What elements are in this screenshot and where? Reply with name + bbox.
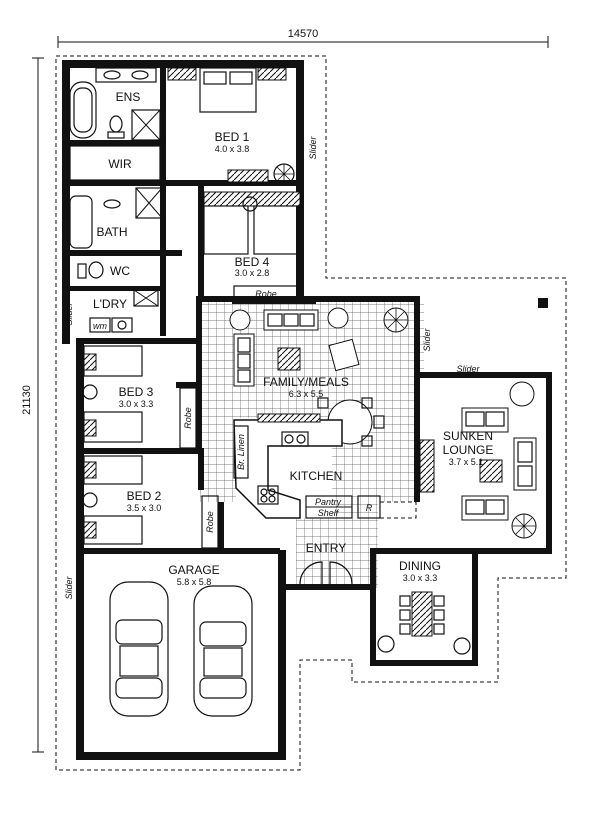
width-dim-label: 14570 (288, 28, 319, 40)
slider-lounge: Slider (456, 364, 480, 374)
linen-label: Br. Linen (236, 434, 246, 470)
bath-label: BATH (96, 225, 127, 239)
kitchen-label: KITCHEN (290, 469, 343, 483)
slider-ldry: Slider (64, 301, 74, 325)
car-2 (193, 585, 253, 717)
lounge-label-2: LOUNGE (443, 443, 494, 457)
bed4-size: 3.0 x 2.8 (235, 268, 270, 278)
wir-label: WIR (108, 157, 132, 171)
bedroom-2: BED 2 3.5 x 3.0 Robe (82, 455, 219, 549)
ldry-label: L'DRY (93, 297, 127, 311)
hot-water-unit (538, 298, 548, 308)
slider-family: Slider (422, 327, 432, 351)
kitchen: Br. Linen KITCHEN Pantry Shelf R (233, 413, 417, 519)
depth-dimension: 21130 (21, 57, 44, 753)
bed1-size: 4.0 x 3.8 (215, 144, 250, 154)
bed1-label: BED 1 (215, 130, 250, 144)
robe-bed4: Robe (255, 289, 277, 299)
ensuite: ENS (69, 67, 161, 141)
bed2-label: BED 2 (127, 489, 162, 503)
pantry-label: Pantry (315, 497, 342, 507)
family-size: 6.3 x 5.5 (289, 389, 324, 399)
wm-label: wm (93, 321, 107, 331)
garage-label: GARAGE (168, 563, 219, 577)
bed3-size: 3.0 x 3.3 (119, 399, 154, 409)
entry-label: ENTRY (306, 541, 346, 555)
family-label: FAMILY/MEALS (263, 375, 349, 389)
bed2-size: 3.5 x 3.0 (127, 503, 162, 513)
slider-garage: Slider (64, 575, 74, 599)
wc-label: WC (110, 264, 130, 278)
entry: ENTRY (299, 541, 353, 585)
laundry: L'DRY wm Slider (64, 289, 159, 333)
dining-size: 3.0 x 3.3 (403, 573, 438, 583)
family-meals: FAMILY/MEALS 6.3 x 5.5 Slider (229, 307, 432, 447)
slider-bed1: Slider (308, 135, 318, 159)
fridge-label: R (366, 503, 373, 513)
robe-bed3: Robe (183, 407, 193, 429)
bed4-label: BED 4 (235, 255, 270, 269)
walk-in-robe: WIR (69, 145, 161, 181)
wc: WC (77, 261, 130, 279)
shelf-label: Shelf (318, 508, 340, 518)
internal-walls (62, 60, 316, 552)
garage: GARAGE 5.8 x 5.8 Slider (64, 563, 253, 717)
ens-label: ENS (116, 90, 141, 104)
car-1 (109, 581, 169, 717)
robe-bed2: Robe (205, 511, 215, 533)
bedroom-1: BED 1 4.0 x 3.8 Slider (167, 67, 318, 185)
bathroom: BATH (69, 187, 163, 249)
bed3-label: BED 3 (119, 385, 154, 399)
depth-dim-label: 21130 (21, 385, 33, 415)
dining-label: DINING (399, 559, 441, 573)
garage-size: 5.8 x 5.8 (177, 577, 212, 587)
sunken-lounge: SUNKEN LOUNGE 3.7 x 5.1 Slider (419, 364, 546, 548)
lounge-size: 3.7 x 5.1 (449, 457, 484, 467)
bedroom-3: BED 3 3.0 x 3.3 Robe (82, 345, 197, 449)
bedroom-4: BED 4 3.0 x 2.8 Robe (203, 191, 301, 301)
dining: DINING 3.0 x 3.3 (377, 559, 471, 655)
width-dimension: 14570 (57, 28, 549, 48)
eaves-line (55, 55, 567, 771)
lounge-label-1: SUNKEN (443, 429, 493, 443)
